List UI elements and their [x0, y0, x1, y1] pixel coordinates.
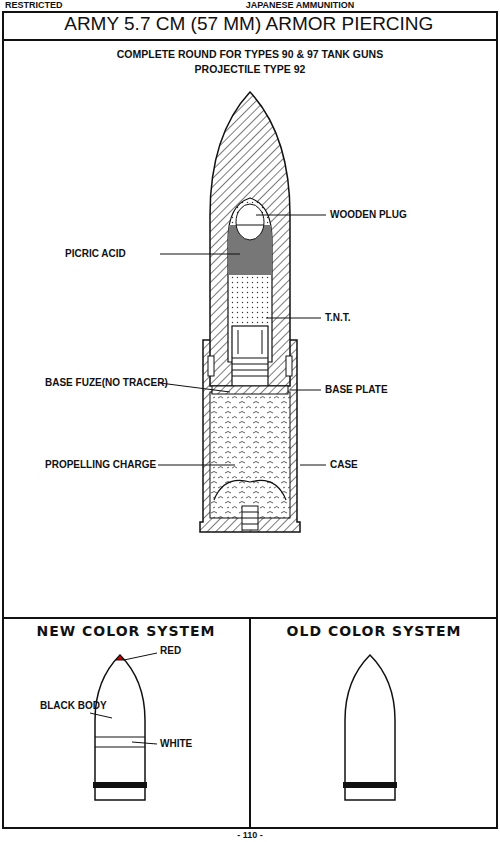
part-label: PROPELLING CHARGE	[45, 459, 156, 470]
panel-heading: OLD COLOR SYSTEM	[258, 624, 490, 639]
header-text: JAPANESE AMMUNITION	[246, 1, 355, 11]
part-label: WOODEN PLUG	[330, 209, 407, 220]
page-title: ARMY 5.7 CM (57 MM) ARMOR PIERCING	[64, 14, 433, 35]
page-number: - 110 -	[237, 831, 263, 841]
header-text: RESTRICTED	[5, 1, 63, 11]
part-label: PICRIC ACID	[65, 248, 126, 259]
color-label: WHITE	[160, 738, 192, 749]
subtitle: COMPLETE ROUND FOR TYPES 90 & 97 TANK GU…	[117, 49, 383, 61]
color-label: BLACK BODY	[40, 700, 107, 711]
color-panel: OLD COLOR SYSTEM	[258, 624, 490, 639]
color-panel: NEW COLOR SYSTEM	[10, 624, 242, 639]
part-label: T.N.T.	[325, 312, 351, 323]
color-label: RED	[160, 645, 181, 656]
part-label: BASE PLATE	[325, 384, 388, 395]
panel-heading: NEW COLOR SYSTEM	[10, 624, 242, 639]
part-label: BASE FUZE(NO TRACER)	[45, 377, 168, 388]
subtitle: PROJECTILE TYPE 92	[195, 64, 306, 76]
part-label: CASE	[330, 459, 358, 470]
